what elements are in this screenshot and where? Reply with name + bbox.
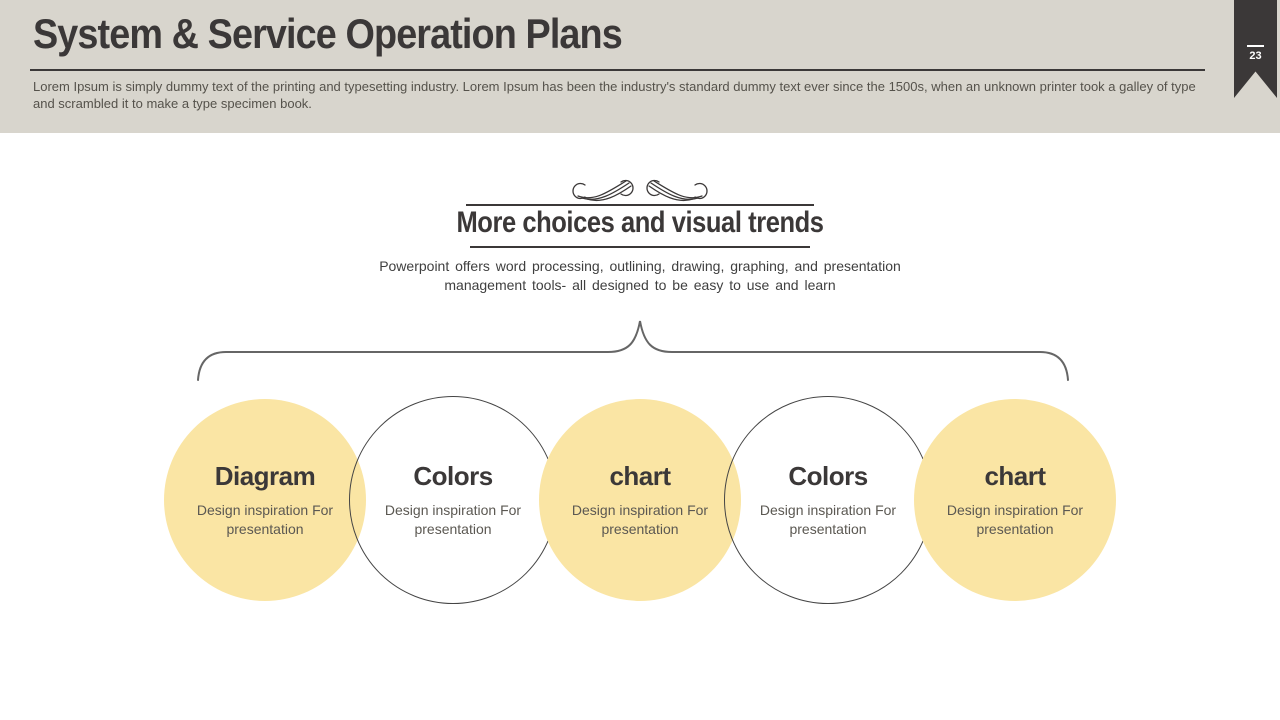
- circle-item-chart: chart Design inspiration For presentatio…: [539, 399, 741, 601]
- section-description-line2: management tools- all designed to be eas…: [444, 277, 836, 293]
- circle-subtitle: Design inspiration For presentation: [196, 502, 334, 537]
- slide-title: System & Service Operation Plans: [33, 10, 623, 57]
- circle-item-diagram: Diagram Design inspiration For presentat…: [164, 399, 366, 601]
- circle-item-colors: Colors Design inspiration For presentati…: [349, 396, 557, 604]
- circle-item-chart: chart Design inspiration For presentatio…: [914, 399, 1116, 601]
- circle-item-colors: Colors Design inspiration For presentati…: [724, 396, 932, 604]
- circle-title: chart: [984, 461, 1046, 491]
- circle-subtitle: Design inspiration For presentation: [571, 502, 709, 537]
- slide-subtitle: Lorem Ipsum is simply dummy text of the …: [33, 79, 1196, 111]
- circle-subtitle: Design inspiration For presentation: [384, 502, 522, 537]
- section-description-line1: Powerpoint offers word processing, outli…: [379, 258, 901, 274]
- ribbon-divider: [1247, 45, 1264, 47]
- circle-title: Colors: [788, 461, 868, 491]
- section-description: Powerpoint offers word processing, outli…: [0, 257, 1280, 295]
- slide-header: System & Service Operation Plans Lorem I…: [0, 0, 1280, 133]
- circle-title: chart: [609, 461, 671, 491]
- heading-rule-top: [466, 204, 814, 206]
- heading-rule-bottom: [470, 246, 810, 248]
- title-divider: [30, 69, 1205, 71]
- calligraphic-flourish-icon: [572, 179, 708, 202]
- section-heading: More choices and visual trends: [456, 206, 824, 239]
- circle-title: Colors: [413, 461, 493, 491]
- circle-subtitle: Design inspiration For presentation: [759, 502, 897, 537]
- curly-brace-icon: [197, 320, 1069, 381]
- circle-subtitle: Design inspiration For presentation: [946, 502, 1084, 537]
- page-number: 23: [1249, 50, 1262, 62]
- circle-title: Diagram: [214, 461, 316, 491]
